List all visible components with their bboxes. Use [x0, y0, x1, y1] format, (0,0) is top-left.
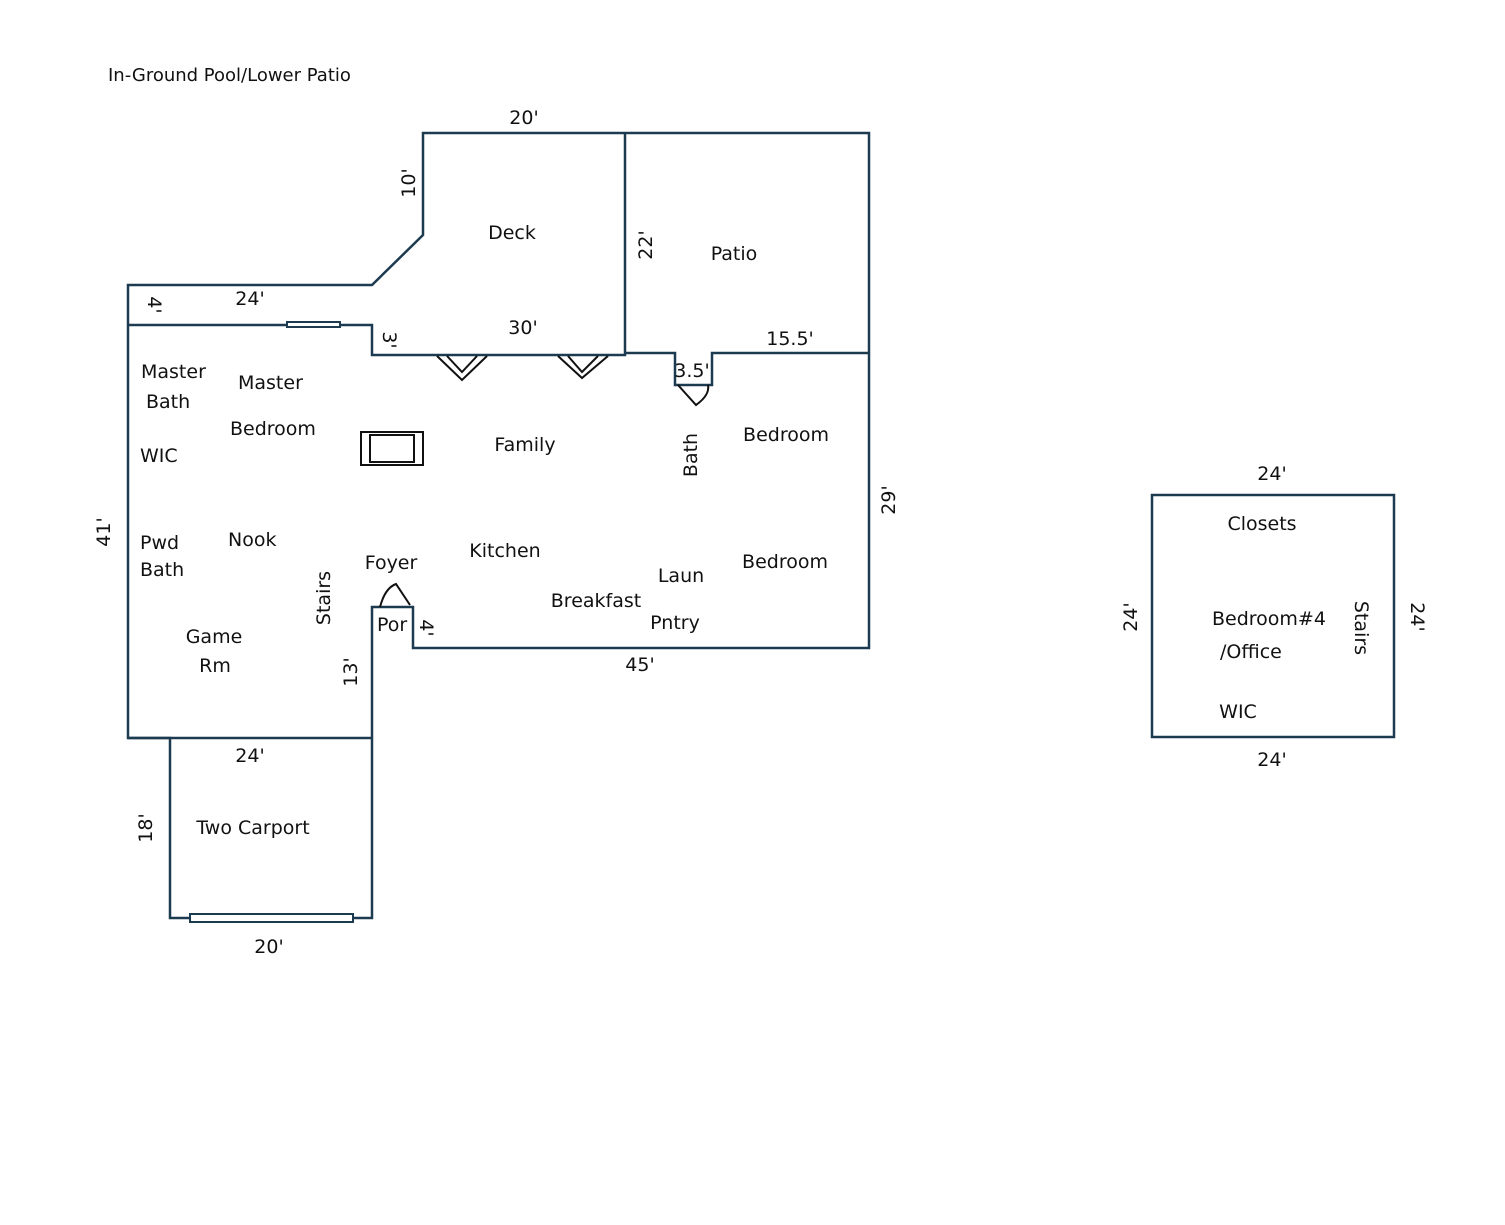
dimension-label: 22' [635, 230, 657, 259]
dimension-label: 15.5' [766, 328, 814, 350]
dimension-label: 30' [508, 317, 537, 339]
room-kitchen: Kitchen [469, 540, 540, 562]
dimension-label: 20' [509, 107, 538, 129]
room-game-room: Game [186, 626, 243, 648]
room-master-bath: Master [141, 361, 206, 383]
dimension-label: 3.5' [674, 360, 709, 382]
upper-floor: Closets Bedroom#4 /Office WIC Stairs 24'… [1120, 463, 1428, 771]
main-floor-labels: Deck Patio Master Bath Master Bedroom WI… [140, 222, 829, 839]
room-stairs: Stairs [313, 571, 335, 625]
room-office: /Office [1220, 641, 1282, 663]
exterior-wall [126, 131, 871, 920]
room-family: Family [494, 434, 555, 456]
dimension-label: 24' [1406, 602, 1428, 631]
dimension-label: 41' [93, 517, 115, 546]
dimension-label: 10' [398, 168, 420, 197]
room-closets: Closets [1227, 513, 1296, 535]
room-pantry: Pntry [650, 612, 700, 634]
room-pwd-bath: Pwd [140, 532, 179, 554]
room-master-bath: Bath [146, 391, 190, 413]
room-game-room: Rm [199, 655, 231, 677]
dimension-label: 18' [135, 813, 157, 842]
main-floor-walls [126, 131, 871, 923]
room-bedroom: Bedroom [743, 424, 829, 446]
room-foyer: Foyer [365, 552, 418, 574]
french-door-icon [436, 355, 488, 382]
room-stairs: Stairs [1350, 601, 1372, 655]
room-deck: Deck [488, 222, 536, 244]
french-door-icon [557, 355, 609, 380]
closet-door-icon [677, 384, 710, 407]
room-laundry: Laun [658, 565, 704, 587]
dimension-label: 3' [378, 331, 400, 348]
dimension-label: 24' [1257, 749, 1286, 771]
plan-title: In-Ground Pool/Lower Patio [108, 65, 351, 86]
room-master-bedroom: Master [238, 372, 303, 394]
main-floor-dimensions: 20' 10' 22' 4' 24' 3' 30' 3.5' 15.5' 29'… [93, 107, 900, 958]
room-pwd-bath: Bath [140, 559, 184, 581]
room-master-bedroom: Bedroom [230, 418, 316, 440]
entry-door-icon [379, 582, 411, 608]
dimension-label: 24' [235, 745, 264, 767]
room-wic: WIC [140, 445, 178, 467]
dimension-label: 4' [415, 619, 437, 636]
deck-wall [128, 133, 627, 357]
room-bedroom: Bedroom [742, 551, 828, 573]
room-bedroom-4: Bedroom#4 [1212, 608, 1326, 630]
fireplace-icon [360, 431, 424, 466]
window [286, 321, 341, 328]
dimension-label: 24' [1257, 463, 1286, 485]
room-patio: Patio [711, 243, 758, 265]
dimension-label: 45' [625, 654, 654, 676]
garage-door [189, 913, 354, 923]
patio-wall [625, 351, 869, 387]
dimension-label: 13' [340, 657, 362, 686]
room-nook: Nook [228, 529, 276, 551]
dimension-label: 20' [254, 936, 283, 958]
dimension-label: 24' [235, 288, 264, 310]
room-porch: Por [377, 614, 407, 636]
room-breakfast: Breakfast [551, 590, 641, 612]
room-bath: Bath [680, 433, 702, 477]
dimension-label: 4' [143, 296, 165, 313]
dimension-label: 29' [878, 485, 900, 514]
room-carport: Two Carport [195, 817, 309, 839]
upper-floor-wall [1150, 493, 1396, 739]
dimension-label: 24' [1120, 602, 1142, 631]
room-wic: WIC [1219, 701, 1257, 723]
